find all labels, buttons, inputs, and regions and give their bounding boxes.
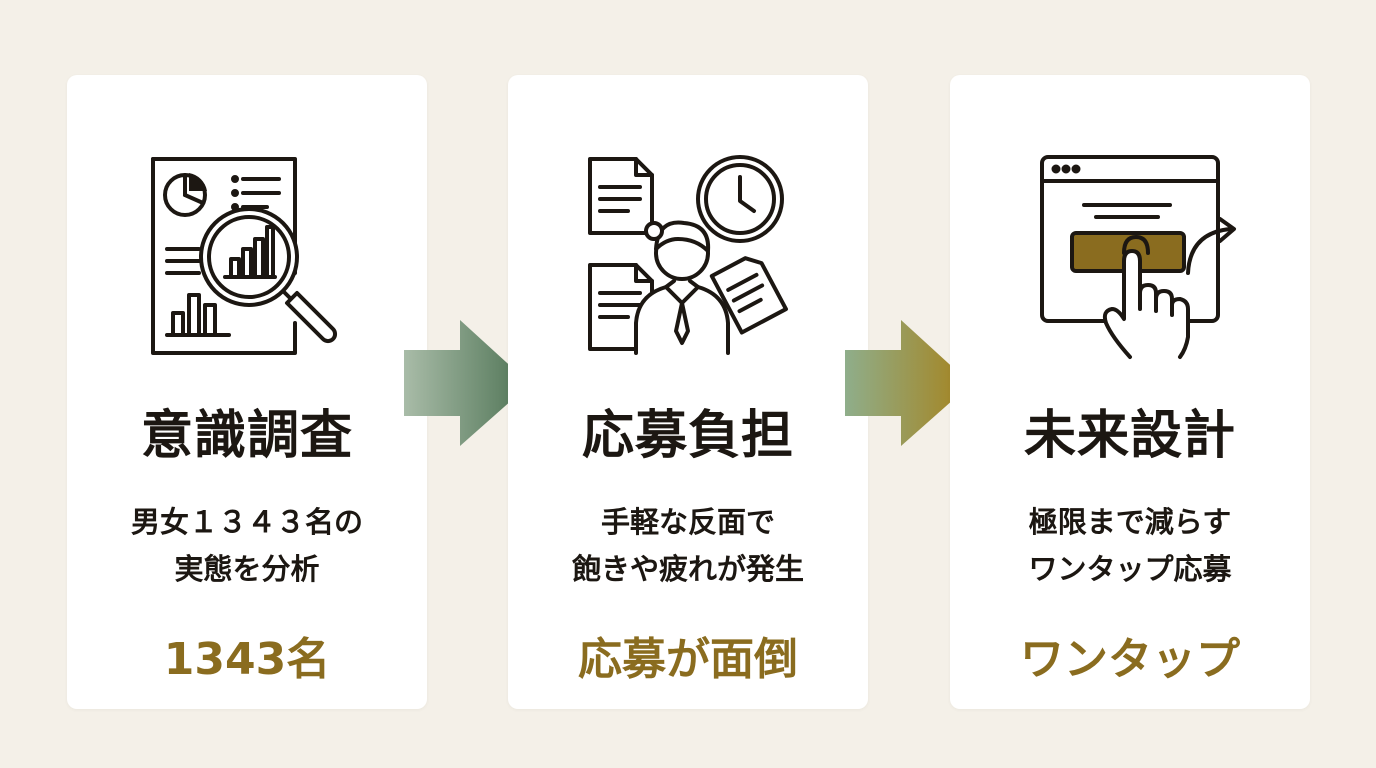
card-highlight: ワンタップ bbox=[1020, 634, 1240, 685]
card-highlight: 応募が面倒 bbox=[578, 634, 798, 685]
report-magnifier-icon bbox=[137, 153, 357, 363]
description-line: 実態を分析 bbox=[174, 552, 320, 586]
description-line: ワンタップ応募 bbox=[1028, 552, 1232, 586]
description-line: 飽きや疲れが発生 bbox=[571, 552, 804, 586]
workload-person-icon bbox=[578, 153, 798, 363]
card-description: 男女１３４３名の 実態を分析 bbox=[67, 499, 427, 593]
step-card-survey: 意識調査 男女１３４３名の 実態を分析 1343名 bbox=[67, 75, 427, 709]
description-line: 男女１３４３名の bbox=[130, 505, 363, 539]
card-title: 未来設計 bbox=[1023, 405, 1236, 466]
one-tap-click-icon bbox=[1020, 153, 1240, 363]
card-description: 手軽な反面で 飽きや疲れが発生 bbox=[508, 499, 868, 593]
card-description: 極限まで減らす ワンタップ応募 bbox=[950, 499, 1310, 593]
step-card-design: 未来設計 極限まで減らす ワンタップ応募 ワンタップ bbox=[950, 75, 1310, 709]
flow-arrow-1 bbox=[402, 318, 532, 448]
flow-arrow-2 bbox=[843, 318, 973, 448]
card-highlight: 1343名 bbox=[163, 634, 331, 685]
description-line: 手軽な反面で bbox=[600, 505, 775, 539]
card-title: 応募負担 bbox=[581, 405, 794, 466]
step-card-burden: 応募負担 手軽な反面で 飽きや疲れが発生 応募が面倒 bbox=[508, 75, 868, 709]
card-title: 意識調査 bbox=[140, 405, 353, 466]
description-line: 極限まで減らす bbox=[1028, 505, 1232, 539]
